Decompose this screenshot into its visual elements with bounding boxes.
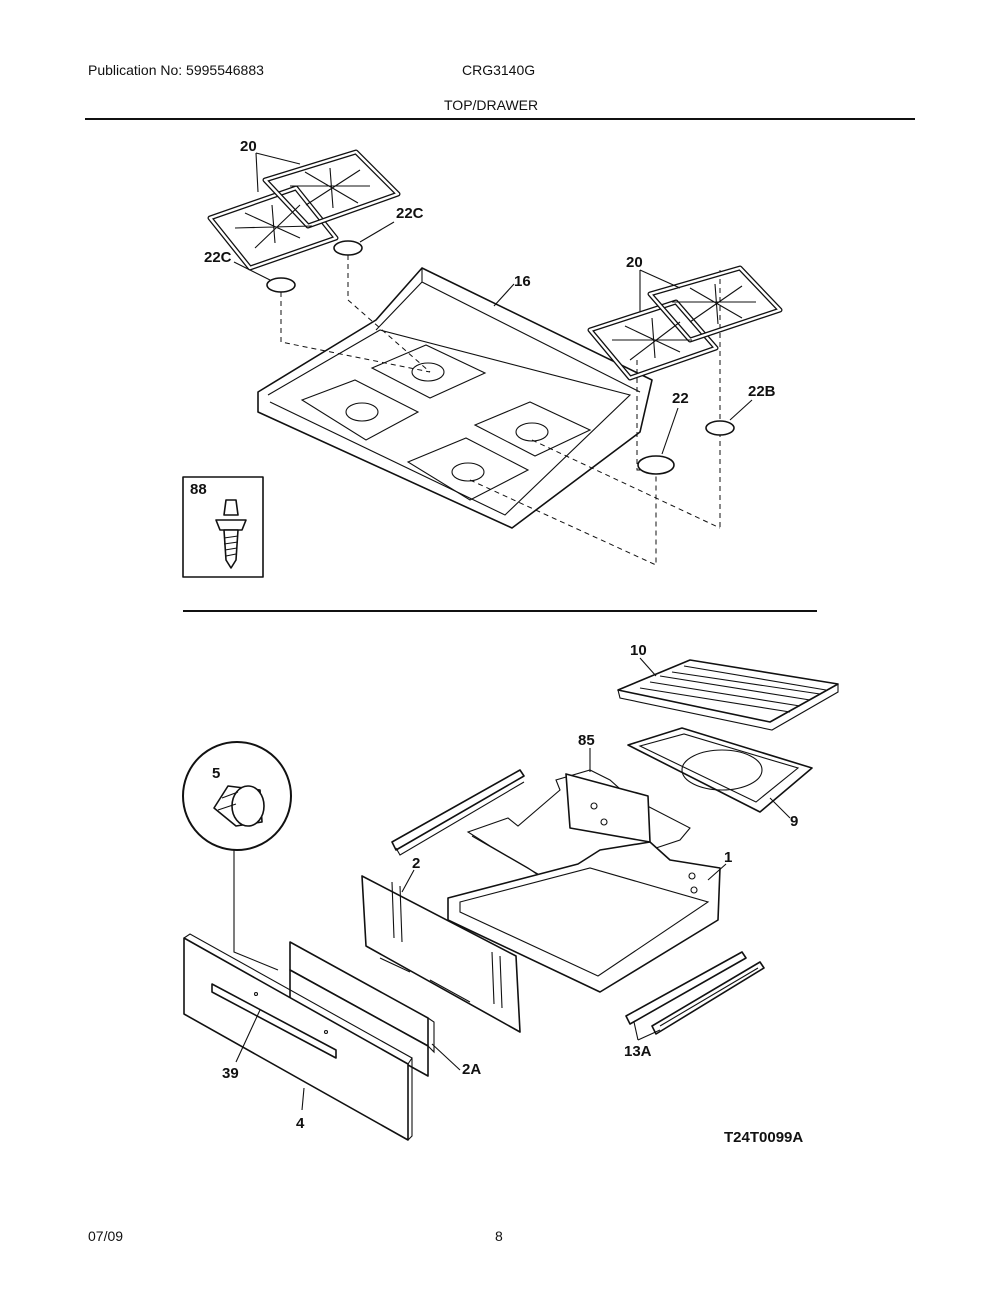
callout-9: 9 [790,813,798,830]
callout-88: 88 [190,481,207,498]
callout-2a: 2A [462,1061,481,1078]
drawer-front [183,933,413,1141]
cooktop [257,267,653,529]
callout-20-right: 20 [626,254,643,271]
burner-cap-22c-left [266,277,296,293]
model-number: CRG3140G [462,62,536,78]
callout-13a: 13A [624,1043,652,1060]
callout-20-left: 20 [240,138,257,155]
left-slide-rail [391,769,525,856]
callout-10: 10 [630,642,647,659]
callout-22b: 22B [748,383,776,400]
right-grates [587,265,783,381]
burner-cap-22b [705,420,735,436]
left-grates [207,149,401,271]
drawer-back-panel [361,875,521,1033]
drawer-body [447,773,721,993]
callout-16: 16 [514,273,531,290]
broiler-pan [627,727,813,813]
callout-39: 39 [222,1065,239,1082]
screw-icon [215,499,247,569]
footer-date: 07/09 [88,1228,124,1244]
callout-22: 22 [672,390,689,407]
header-rule [85,118,915,120]
burner-cap-22 [637,455,675,475]
knob-inset [182,741,292,851]
burner-cap-22c-upper [333,240,363,256]
publication-number: Publication No: 5995546883 [88,62,264,78]
drawer-handle [211,983,337,1059]
broiler-grid [617,659,839,731]
figure-id: T24T0099A [724,1129,803,1146]
section-title: TOP/DRAWER [444,97,539,113]
callout-4: 4 [296,1115,305,1132]
callout-5: 5 [212,765,220,782]
callout-85: 85 [578,732,595,749]
callout-1: 1 [724,849,732,866]
page-number: 8 [495,1228,503,1244]
callout-2: 2 [412,855,420,872]
callout-22c-upper: 22C [396,205,424,222]
right-slide-rails [625,951,765,1035]
callout-22c-left: 22C [204,249,232,266]
